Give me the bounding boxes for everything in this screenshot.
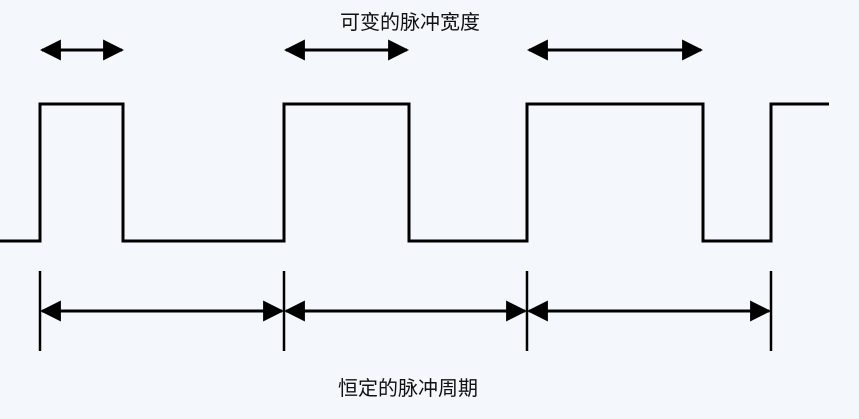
- pulse-width-label: 可变的脉冲宽度: [340, 10, 480, 34]
- pulse-period-label: 恒定的脉冲周期: [338, 376, 478, 400]
- pulse-waveform: [0, 102, 829, 243]
